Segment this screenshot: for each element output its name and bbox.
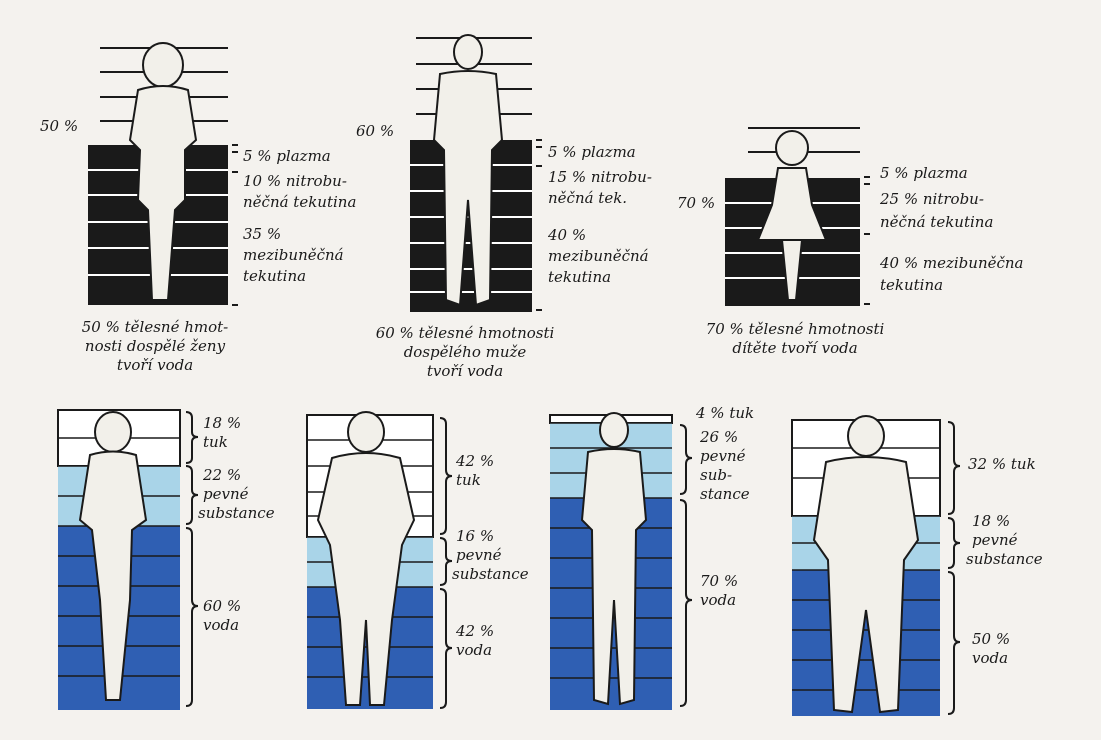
woman-caption-line-2: nosti dospělé ženy — [40, 337, 270, 356]
man-water-column — [410, 35, 542, 312]
obese-woman-solids-1: 16 % — [456, 527, 494, 546]
slim-woman-fat-1: 18 % — [203, 414, 241, 433]
child-interstitial-label-2: tekutina — [880, 276, 943, 295]
woman-water-column — [88, 43, 238, 305]
lean-man-fat: 4 % tuk — [696, 404, 754, 423]
woman-intracellular-label-1: 10 % nitrobu- — [243, 172, 347, 191]
woman-plasma-label: 5 % plazma — [243, 147, 331, 166]
man-caption: 60 % tělesné hmotnosti dospělého muže tv… — [335, 324, 595, 381]
man-caption-line-3: tvoří voda — [335, 362, 595, 381]
woman-water-percent: 50 % — [40, 117, 78, 135]
obese-man-water-2: voda — [972, 649, 1008, 668]
child-caption-line-1: 70 % tělesné hmotnosti — [675, 320, 915, 339]
obese-woman-fat-2: tuk — [456, 471, 481, 490]
man-intracellular-label-2: něčná tek. — [548, 189, 627, 208]
lean-man-solids-1: 26 % — [700, 428, 738, 447]
man-interstitial-label-1: 40 % — [548, 226, 586, 245]
lean-man-water-2: voda — [700, 591, 736, 610]
obese-man-solids-3: substance — [966, 550, 1043, 569]
woman-caption-line-3: tvoří voda — [40, 356, 270, 375]
obese-man-composition — [792, 416, 960, 716]
woman-interstitial-label-2: mezibuněčná — [243, 246, 344, 265]
woman-interstitial-label-1: 35 % — [243, 225, 281, 244]
child-interstitial-label-1: 40 % mezibuněčna — [880, 254, 1023, 273]
slim-woman-composition — [58, 410, 198, 710]
obese-woman-water-2: voda — [456, 641, 492, 660]
obese-man-water-1: 50 % — [972, 630, 1010, 649]
slim-woman-water-1: 60 % — [203, 597, 241, 616]
obese-man-solids-1: 18 % — [972, 512, 1010, 531]
obese-man-solids-2: pevné — [972, 531, 1018, 550]
man-caption-line-1: 60 % tělesné hmotnosti — [335, 324, 595, 343]
man-interstitial-label-2: mezibuněčná — [548, 247, 649, 266]
obese-man-fat: 32 % tuk — [968, 455, 1036, 474]
slim-woman-solids-1: 22 % — [203, 466, 241, 485]
obese-woman-water-1: 42 % — [456, 622, 494, 641]
lean-man-solids-3: sub- — [700, 466, 732, 485]
child-caption-line-2: dítěte tvoří voda — [675, 339, 915, 358]
slim-woman-water-2: voda — [203, 616, 239, 635]
woman-intracellular-label-2: něčná tekutina — [243, 193, 356, 212]
obese-woman-solids-2: pevné — [456, 546, 502, 565]
man-intracellular-label-1: 15 % nitrobu- — [548, 168, 652, 187]
man-water-percent: 60 % — [356, 122, 394, 140]
man-caption-line-2: dospělého muže — [335, 343, 595, 362]
slim-woman-solids-3: substance — [198, 504, 275, 523]
child-caption: 70 % tělesné hmotnosti dítěte tvoří voda — [675, 320, 915, 358]
obese-woman-composition — [307, 412, 452, 709]
obese-woman-solids-3: substance — [452, 565, 529, 584]
lean-man-composition — [550, 413, 692, 710]
lean-man-water-1: 70 % — [700, 572, 738, 591]
child-water-column — [725, 128, 870, 306]
woman-interstitial-label-3: tekutina — [243, 267, 306, 286]
child-plasma-label: 5 % plazma — [880, 164, 968, 183]
man-plasma-label: 5 % plazma — [548, 143, 636, 162]
slim-woman-fat-2: tuk — [203, 433, 228, 452]
child-intracellular-label-2: něčná tekutina — [880, 213, 993, 232]
woman-caption-line-1: 50 % tělesné hmot- — [40, 318, 270, 337]
man-interstitial-label-3: tekutina — [548, 268, 611, 287]
lean-man-solids-2: pevné — [700, 447, 746, 466]
child-water-percent: 70 % — [677, 194, 715, 212]
woman-caption: 50 % tělesné hmot- nosti dospělé ženy tv… — [40, 318, 270, 375]
child-intracellular-label-1: 25 % nitrobu- — [880, 190, 984, 209]
obese-woman-fat-1: 42 % — [456, 452, 494, 471]
lean-man-solids-4: stance — [700, 485, 750, 504]
slim-woman-solids-2: pevné — [203, 485, 249, 504]
